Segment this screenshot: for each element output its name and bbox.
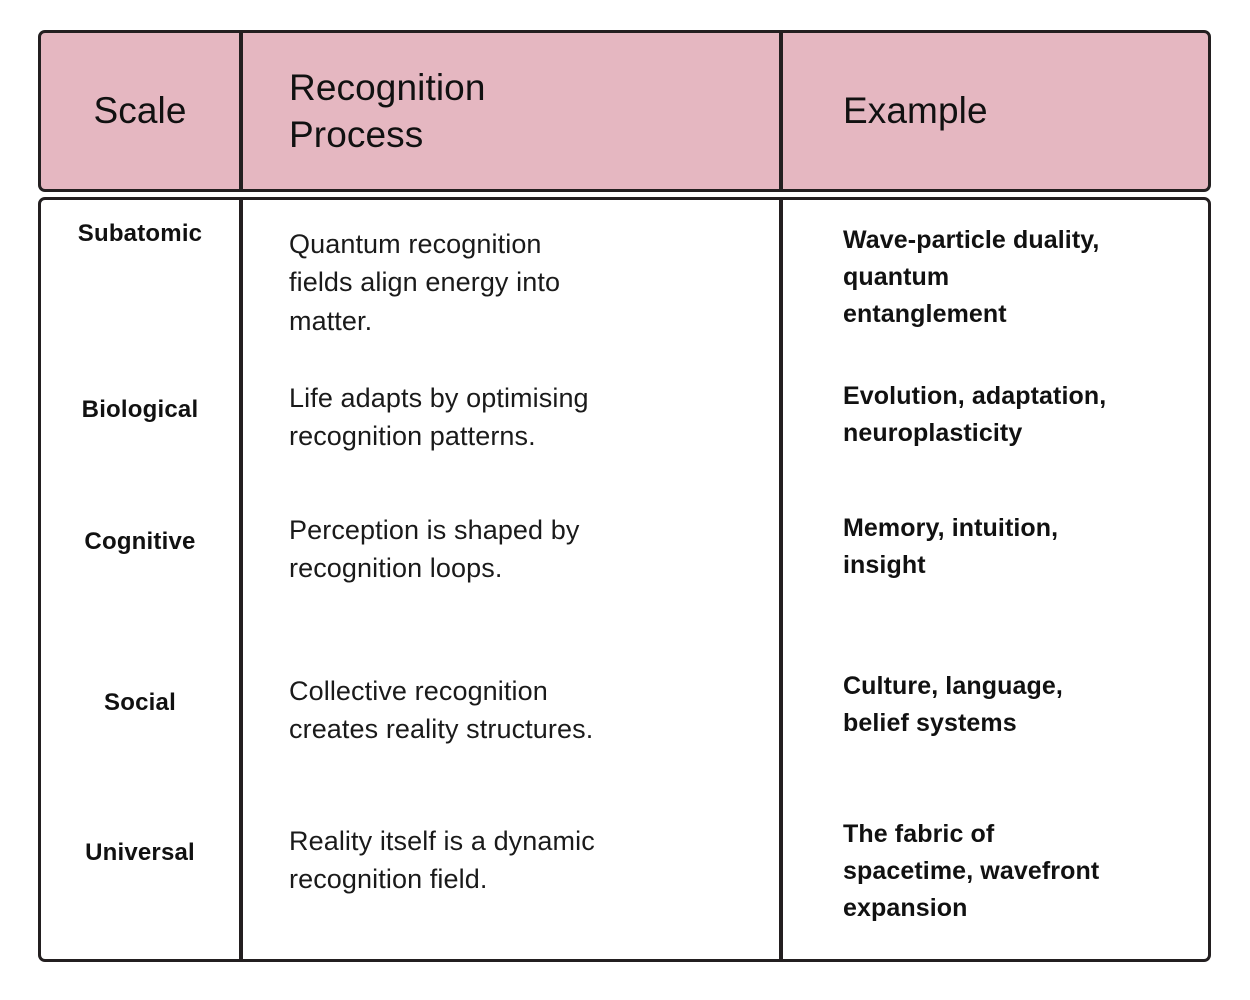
scale-value: Universal — [85, 839, 195, 866]
column-recognition-process: Quantum recognition fields align energy … — [243, 200, 783, 959]
column-header-scale: Scale — [41, 33, 243, 189]
example-line: insight — [843, 551, 926, 579]
process-line: matter. — [289, 305, 373, 336]
table-row: The fabric of spacetime, wavefront expan… — [843, 784, 1208, 959]
example-line: entanglement — [843, 300, 1007, 328]
process-line: Collective recognition — [289, 676, 548, 706]
process-line: recognition patterns. — [289, 421, 536, 452]
process-line: recognition loops. — [289, 553, 503, 584]
example-line: Culture, language, — [843, 672, 1063, 700]
table-row: Reality itself is a dynamic recognition … — [289, 784, 779, 959]
example-line: belief systems — [843, 709, 1017, 737]
column-header-process-line-1: Recognition — [289, 66, 486, 108]
table-row: Social — [41, 634, 239, 784]
column-example: Wave-particle duality, quantum entanglem… — [783, 200, 1208, 959]
scale-value: Subatomic — [77, 220, 203, 247]
table-header-row: Scale Recognition Process Example — [38, 30, 1211, 192]
process-line: creates reality structures. — [289, 714, 594, 745]
column-header-recognition-process: Recognition Process — [243, 33, 783, 189]
table-body: Subatomic Biological Cognitive Social Un… — [38, 197, 1211, 962]
scale-value: Cognitive — [84, 528, 196, 555]
table-row: Biological — [41, 368, 239, 502]
table-row: Perception is shaped by recognition loop… — [289, 502, 779, 634]
example-line: Wave-particle duality, — [843, 226, 1100, 254]
process-line: Perception is shaped by — [289, 515, 580, 545]
table-row: Quantum recognition fields align energy … — [289, 200, 779, 368]
table-row: Memory, intuition, insight — [843, 502, 1208, 634]
example-line: neuroplasticity — [843, 419, 1023, 447]
example-line: Evolution, adaptation, — [843, 382, 1107, 410]
example-line: Memory, intuition, — [843, 514, 1059, 542]
table-row: Subatomic — [41, 200, 239, 368]
recognition-scales-table: Scale Recognition Process Example Subato… — [38, 30, 1211, 962]
process-line: Life adapts by optimising — [289, 383, 589, 413]
table-row: Collective recognition creates reality s… — [289, 634, 779, 784]
table-row: Life adapts by optimising recognition pa… — [289, 368, 779, 502]
process-line: Reality itself is a dynamic — [289, 826, 595, 856]
process-line: Quantum recognition — [289, 229, 542, 259]
process-line: recognition field. — [289, 864, 488, 895]
process-line: fields align energy into — [289, 267, 561, 298]
column-header-example-label: Example — [843, 90, 988, 132]
scale-value: Social — [104, 689, 176, 716]
table-row: Universal — [41, 784, 239, 959]
example-line: quantum — [843, 263, 950, 291]
column-scale: Subatomic Biological Cognitive Social Un… — [41, 200, 243, 959]
table-row: Cognitive — [41, 502, 239, 634]
example-line: The fabric of — [843, 820, 995, 848]
column-header-example: Example — [783, 33, 1208, 189]
scale-value: Biological — [81, 396, 199, 423]
table-row: Culture, language, belief systems — [843, 634, 1208, 784]
example-line: spacetime, wavefront — [843, 857, 1100, 885]
table-row: Evolution, adaptation, neuroplasticity — [843, 368, 1208, 502]
column-header-recognition-process-label: Recognition Process — [289, 64, 486, 159]
table-row: Wave-particle duality, quantum entanglem… — [843, 200, 1208, 368]
example-line: expansion — [843, 894, 968, 922]
column-header-process-line-2: Process — [289, 114, 424, 155]
column-header-scale-label: Scale — [93, 90, 187, 132]
